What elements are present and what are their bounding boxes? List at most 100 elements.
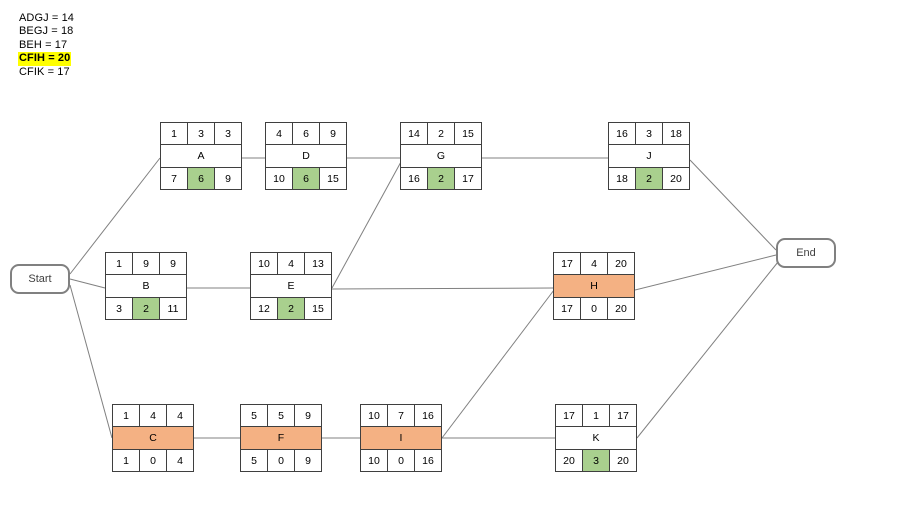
node-J-bottom-cell-0: 18	[608, 167, 636, 190]
node-K-bottom-cell-0: 20	[555, 449, 583, 472]
node-K-top-cell-2: 17	[609, 404, 637, 427]
node-A-bottom-cell-2: 9	[214, 167, 242, 190]
node-F-top-cell-2: 9	[294, 404, 322, 427]
node-B-top-cell-0: 1	[105, 252, 133, 275]
node-A-label-row: A	[160, 144, 242, 168]
node-F-top-cell-1: 5	[267, 404, 295, 427]
path-duration-3: CFIH = 20	[18, 52, 72, 66]
node-H-top-cell-1: 4	[580, 252, 608, 275]
node-A-bottom-cell-0: 7	[160, 167, 188, 190]
node-F-bottom-cell-1: 0	[267, 449, 295, 472]
node-G-bottom-cell-2: 17	[454, 167, 482, 190]
edge-start-to-B	[69, 278, 106, 289]
terminal-node-end[interactable]: End	[776, 238, 836, 268]
node-J-label-row: J	[608, 144, 690, 168]
node-I-label-row: I	[360, 426, 442, 450]
node-D-label: D	[265, 144, 347, 168]
node-I-bottom-cell-0: 10	[360, 449, 388, 472]
node-I-bottom-cell-2: 16	[414, 449, 442, 472]
node-J-bottom-cell-2: 20	[662, 167, 690, 190]
node-D-top-cell-1: 6	[292, 122, 320, 145]
node-H-bottom-cell-1: 0	[580, 297, 608, 320]
node-F-label: F	[240, 426, 322, 450]
edge-E-to-H	[331, 287, 554, 290]
node-E-bottom-cell-0: 12	[250, 297, 278, 320]
node-I-label: I	[360, 426, 442, 450]
node-C-label-row: C	[112, 426, 194, 450]
node-C-bottom-cell-0: 1	[112, 449, 140, 472]
node-D-label-row: D	[265, 144, 347, 168]
node-A-top-cell-1: 3	[187, 122, 215, 145]
node-E-top-cell-1: 4	[277, 252, 305, 275]
node-J-top-cell-1: 3	[635, 122, 663, 145]
node-H-label-row: H	[553, 274, 635, 298]
node-J-label: J	[608, 144, 690, 168]
node-G-bottom-cell-0: 16	[400, 167, 428, 190]
node-B-label-row: B	[105, 274, 187, 298]
node-I-bottom-cell-1: 0	[387, 449, 415, 472]
node-E-bottom-cell-2: 15	[304, 297, 332, 320]
node-J-top-cell-2: 18	[662, 122, 690, 145]
path-duration-4: CFIK = 17	[19, 65, 70, 78]
node-D-top-cell-0: 4	[265, 122, 293, 145]
node-C-top-cell-1: 4	[139, 404, 167, 427]
node-G-label-row: G	[400, 144, 482, 168]
edge-K-to-end	[636, 261, 779, 439]
node-G-label: G	[400, 144, 482, 168]
node-H-bottom-cell-0: 17	[553, 297, 581, 320]
node-C-bottom-cell-2: 4	[166, 449, 194, 472]
node-G-top-cell-0: 14	[400, 122, 428, 145]
node-I-top-cell-2: 16	[414, 404, 442, 427]
node-G-top-cell-1: 2	[427, 122, 455, 145]
node-K-top-cell-0: 17	[555, 404, 583, 427]
node-B-bottom-cell-2: 11	[159, 297, 187, 320]
terminal-node-start[interactable]: Start	[10, 264, 70, 294]
node-C-bottom-cell-1: 0	[139, 449, 167, 472]
node-K-bottom-cell-2: 20	[609, 449, 637, 472]
node-H-top-cell-0: 17	[553, 252, 581, 275]
node-E-top-cell-0: 10	[250, 252, 278, 275]
node-G-bottom-cell-1: 2	[427, 167, 455, 190]
node-B-bottom-cell-1: 2	[132, 297, 160, 320]
node-B-bottom-cell-0: 3	[105, 297, 133, 320]
terminal-label-start: Start	[28, 273, 52, 285]
terminal-label-end: End	[796, 247, 816, 259]
node-H-top-cell-2: 20	[607, 252, 635, 275]
node-I-top-cell-1: 7	[387, 404, 415, 427]
path-duration-0: ADGJ = 14	[19, 12, 75, 24]
node-A-label: A	[160, 144, 242, 168]
node-B-label: B	[105, 274, 187, 298]
node-J-top-cell-0: 16	[608, 122, 636, 145]
node-D-bottom-cell-1: 6	[292, 167, 320, 190]
node-H-bottom-cell-2: 20	[607, 297, 635, 320]
node-D-top-cell-2: 9	[319, 122, 347, 145]
node-B-top-cell-1: 9	[132, 252, 160, 275]
